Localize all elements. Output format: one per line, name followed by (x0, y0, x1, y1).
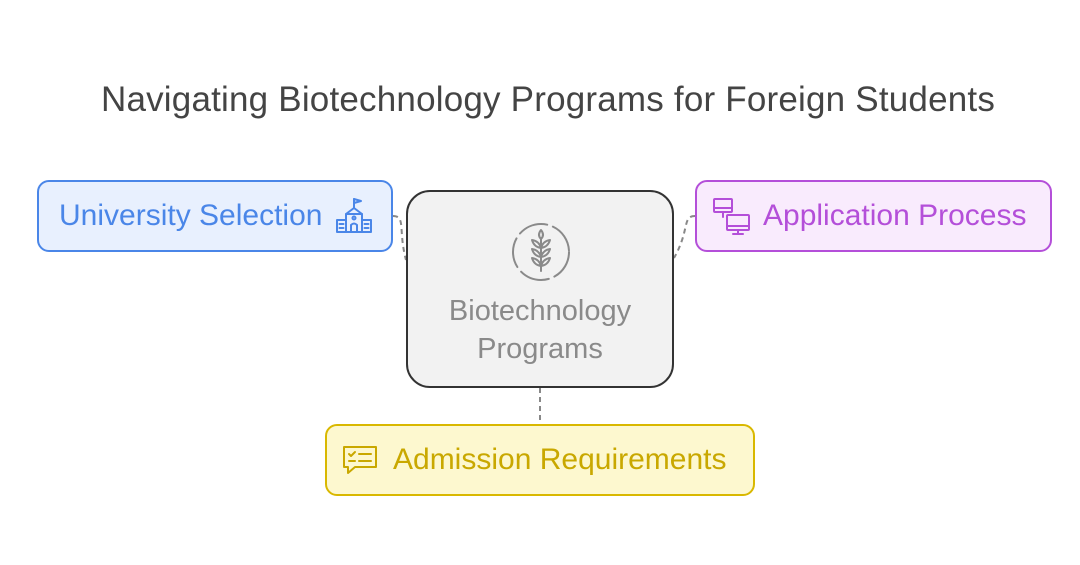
wheat-icon (510, 221, 572, 283)
center-node-label: Biotechnology Programs (408, 292, 672, 368)
node-admission-requirements: Admission Requirements (325, 424, 755, 496)
node-admission-label: Admission Requirements (393, 443, 727, 476)
node-application-label: Application Process (763, 199, 1027, 232)
checklist-icon (341, 443, 379, 477)
school-building-icon (334, 196, 374, 236)
node-university-selection: University Selection (37, 180, 393, 252)
center-label-line2: Programs (477, 333, 603, 365)
connector-application (673, 215, 696, 259)
center-label-line1: Biotechnology (448, 295, 632, 327)
connector-university (392, 215, 407, 261)
node-university-label: University Selection (59, 199, 323, 232)
node-application-process: Application Process (695, 180, 1052, 252)
diagram-title: Navigating Biotechnology Programs for Fo… (100, 80, 996, 119)
computer-monitors-icon (711, 195, 753, 237)
center-node-biotechnology-programs: Biotechnology Programs (406, 190, 674, 388)
